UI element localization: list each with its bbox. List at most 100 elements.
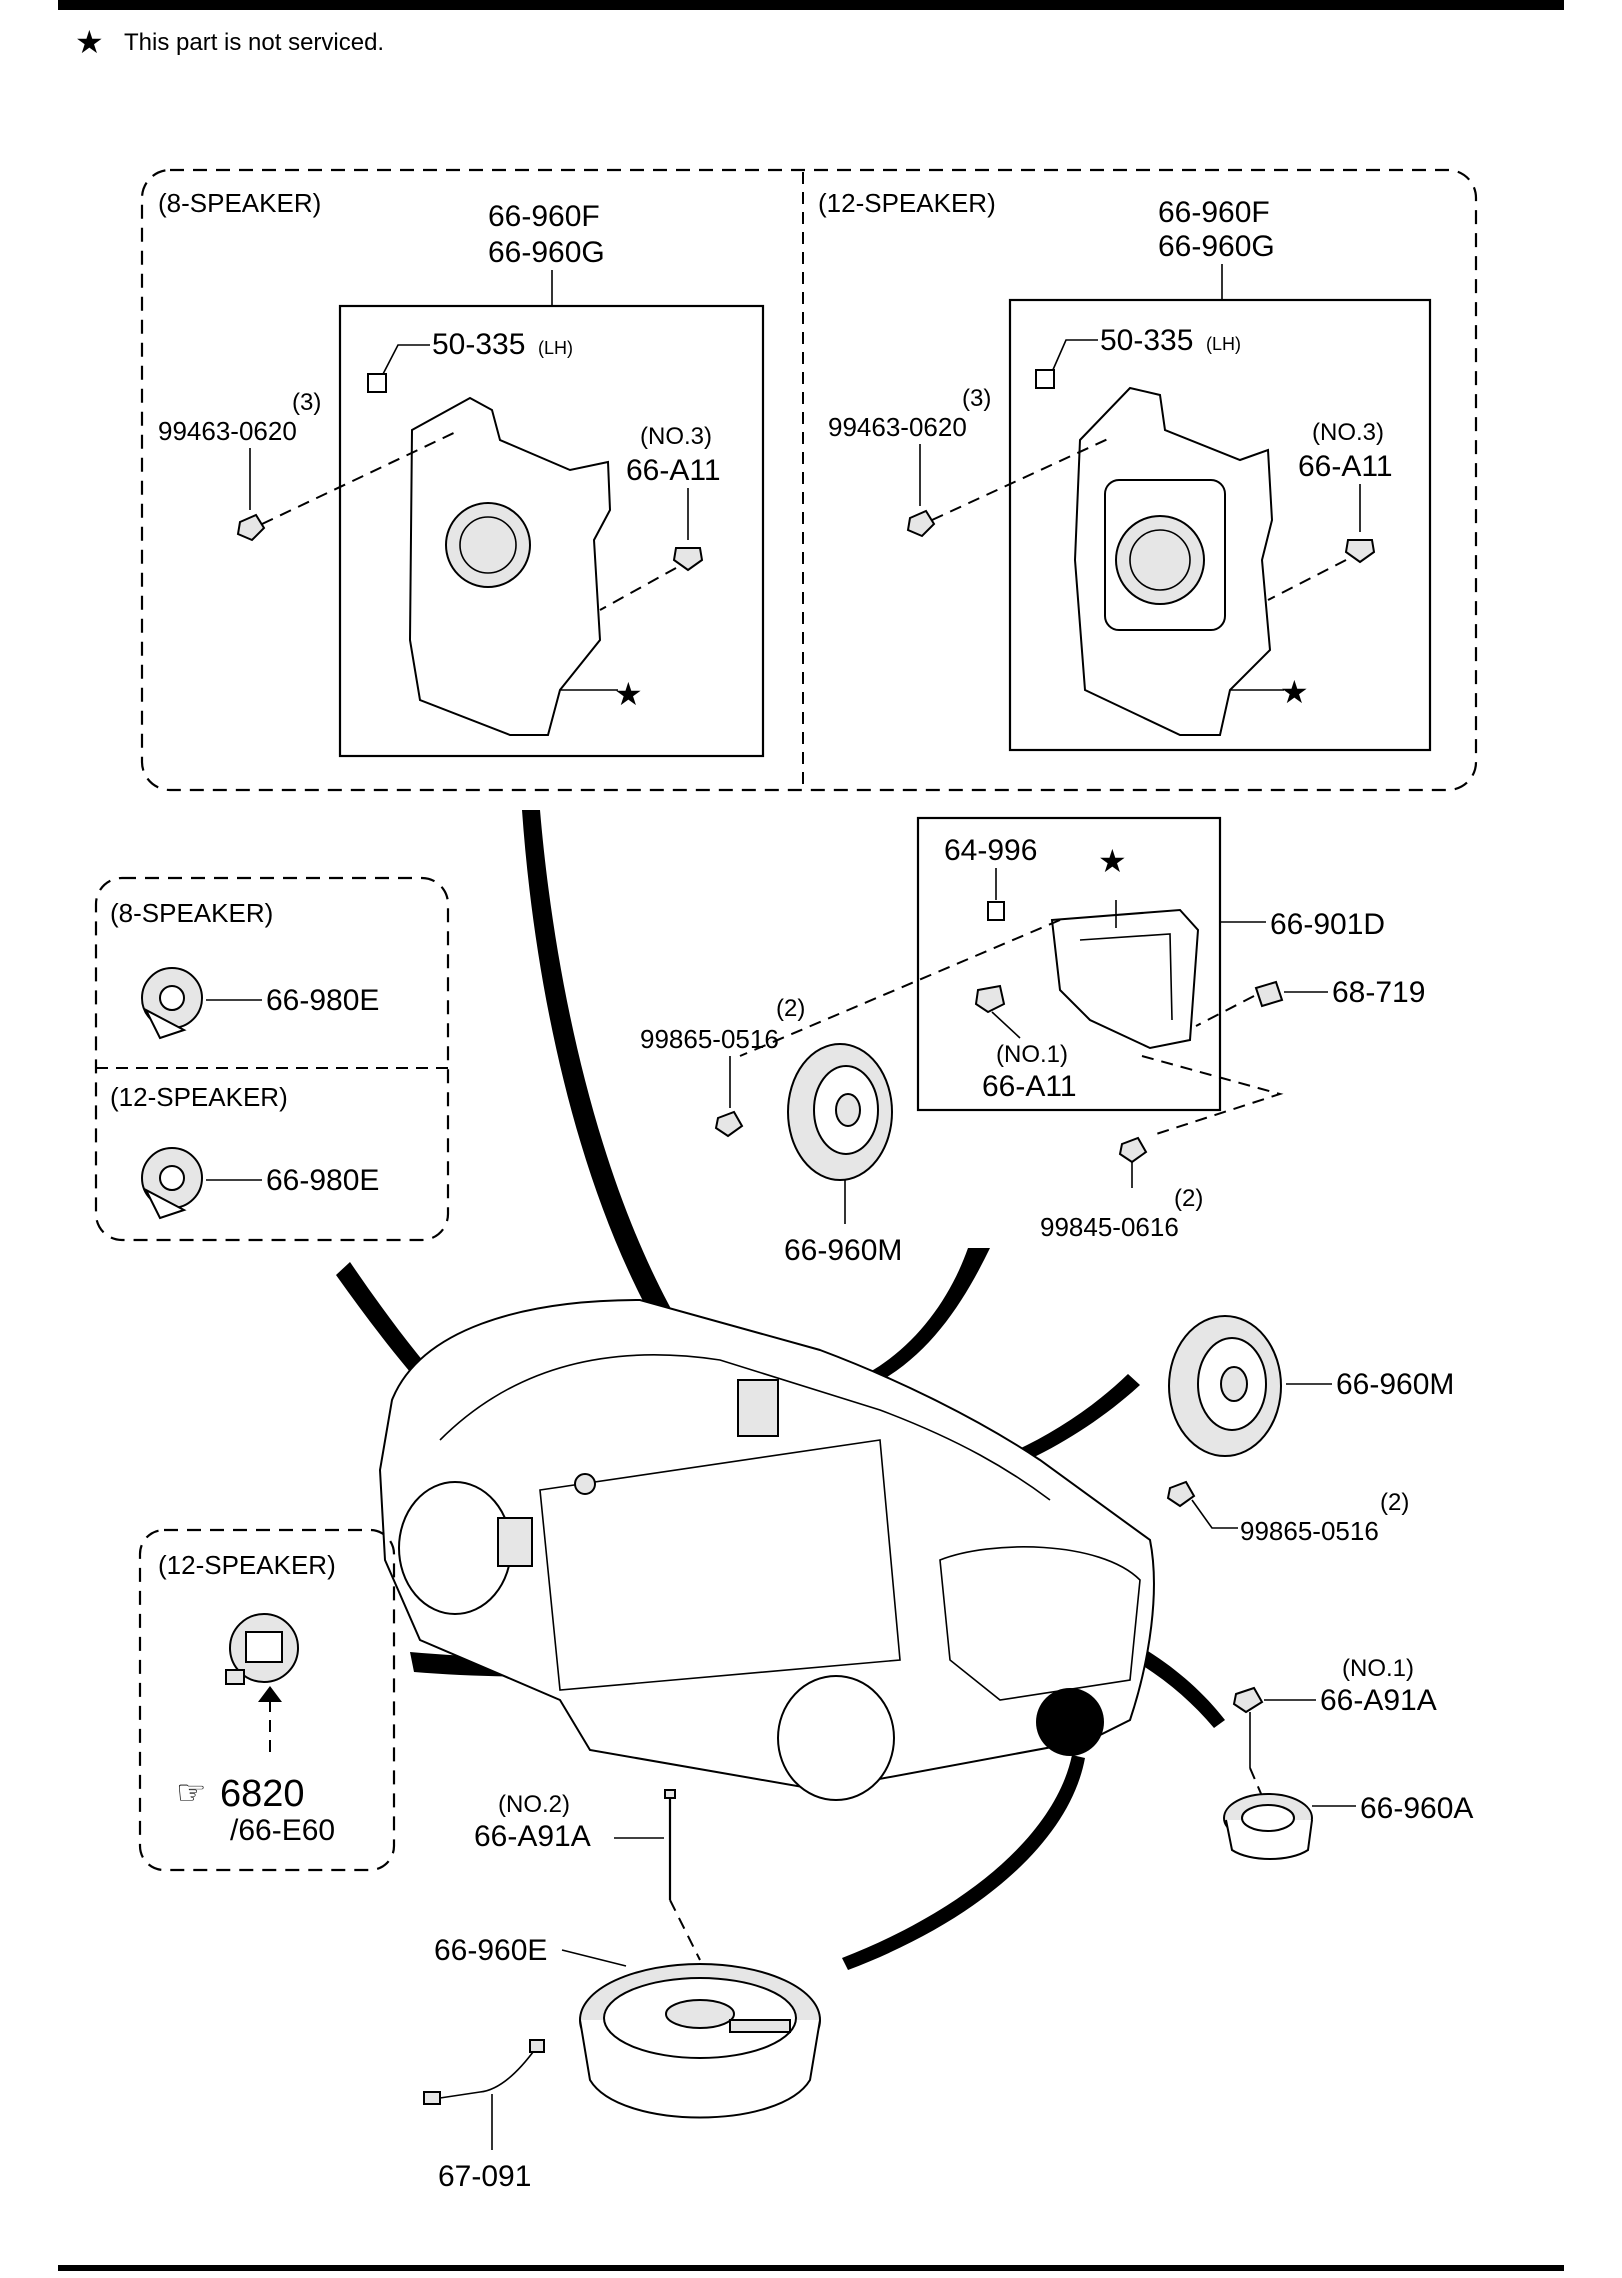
label-no1: (NO.1) <box>1342 1655 1414 1682</box>
car-roofline <box>439 1354 1051 1501</box>
bracket-detail-box <box>916 816 1222 1112</box>
group-label-12-speaker: (12-SPEAKER) <box>158 1550 336 1580</box>
clip-icon <box>987 901 1005 921</box>
car-liftgate <box>939 1546 1141 1701</box>
label-66-980e: 66-980E <box>266 1164 379 1197</box>
car-speaker-marker <box>574 1473 596 1495</box>
star-icon: ★ <box>75 24 104 60</box>
label-no1: (NO.1) <box>996 1041 1068 1068</box>
leader-line <box>1051 339 1098 373</box>
amplifier-group-box <box>138 1528 396 1872</box>
pointing-hand-icon: ☞ <box>176 1774 206 1812</box>
speaker-cone <box>1241 1804 1295 1832</box>
assembly-line <box>931 437 1111 521</box>
assembly-line <box>1267 559 1347 601</box>
label-qty-3: (3) <box>962 385 991 412</box>
leader-band <box>842 1755 1085 1970</box>
car-wheel-rear <box>777 1675 895 1801</box>
label-lh: (LH) <box>538 338 573 358</box>
tweeter-group-box <box>94 876 450 1242</box>
label-68-719: 68-719 <box>1332 976 1425 1009</box>
label-99845-0616: 99845-0616 <box>1040 1212 1179 1242</box>
leader-line <box>381 344 430 377</box>
arrow-up-icon <box>258 1686 282 1702</box>
leader-band <box>522 810 728 1408</box>
bolt-icon <box>1118 1136 1148 1164</box>
car-wheel-front <box>398 1481 512 1615</box>
label-66-960f: 66-960F <box>1158 196 1270 229</box>
group-label-12-speaker: (12-SPEAKER) <box>818 188 996 218</box>
tweeter-tab <box>143 1007 187 1040</box>
label-67-091: 67-091 <box>438 2160 531 2193</box>
subwoofer-center <box>665 1999 735 2029</box>
label-99865-0516: 99865-0516 <box>1240 1516 1379 1546</box>
bolt-head <box>664 1789 676 1799</box>
clip-icon <box>1035 369 1055 389</box>
subwoofer-vent <box>729 2019 791 2033</box>
label-qty-2: (2) <box>1380 1489 1409 1516</box>
label-66-a11: 66-A11 <box>626 454 721 487</box>
bolt-icon <box>906 509 936 538</box>
subwoofer-grille-icon <box>1115 515 1205 605</box>
ref-6820: 6820 <box>220 1773 305 1815</box>
star-icon: ★ <box>1280 674 1309 710</box>
bottom-rule <box>58 2265 1564 2271</box>
label-66-980e: 66-980E <box>266 984 379 1017</box>
assembly-line <box>1249 1767 1263 1797</box>
bracket-shape <box>1050 908 1200 1050</box>
connector-icon <box>529 2039 545 2053</box>
speaker-cap <box>1220 1366 1248 1402</box>
tweeter-tab <box>143 1187 187 1220</box>
leader-line <box>561 1949 627 1967</box>
label-99463-0620: 99463-0620 <box>158 416 297 446</box>
assembly-line <box>1195 995 1255 1027</box>
ref-66-e60: /66-E60 <box>230 1814 335 1847</box>
car-subwoofer-marker <box>737 1379 779 1437</box>
clip-icon <box>1344 539 1376 564</box>
star-icon: ★ <box>1098 843 1127 879</box>
label-qty-2: (2) <box>1174 1185 1203 1212</box>
label-qty-2: (2) <box>776 995 805 1022</box>
label-64-996: 64-996 <box>944 834 1037 867</box>
label-66-901d: 66-901D <box>1270 908 1385 941</box>
label-no3: (NO.3) <box>1312 419 1384 446</box>
label-50-335: 50-335 <box>432 328 525 361</box>
leader-line <box>1191 1499 1238 1529</box>
label-66-960f: 66-960F <box>488 200 600 233</box>
amplifier-plug <box>225 1669 245 1685</box>
top-rule <box>58 0 1564 10</box>
label-no3: (NO.3) <box>640 423 712 450</box>
clip-icon <box>974 984 1006 1014</box>
grille-ring <box>1129 529 1191 591</box>
label-66-960e: 66-960E <box>434 1934 547 1967</box>
assembly-line <box>739 919 1061 1057</box>
label-50-335: 50-335 <box>1100 324 1193 357</box>
enclosure-detail-box <box>1008 298 1432 752</box>
not-serviced-note: This part is not serviced. <box>124 29 384 56</box>
bracket-edge <box>1079 933 1173 1021</box>
label-66-960g: 66-960G <box>488 236 605 269</box>
bolt-icon <box>1232 1686 1264 1714</box>
label-66-a11: 66-A11 <box>1298 450 1393 483</box>
clip-icon <box>1254 980 1284 1008</box>
car-rear-speaker-marker <box>1036 1688 1104 1756</box>
enclosure-group-box <box>140 168 1478 792</box>
leader-band <box>845 1248 990 1395</box>
label-lh: (LH) <box>1206 334 1241 354</box>
label-66-960m: 66-960M <box>784 1234 902 1267</box>
assembly-line <box>669 1899 701 1961</box>
grille-ring <box>459 516 517 574</box>
tweeter-dome <box>159 1165 185 1191</box>
label-qty-3: (3) <box>292 389 321 416</box>
assembly-line <box>261 429 461 525</box>
speaker-cap <box>835 1093 861 1127</box>
harness-wire <box>439 2047 537 2099</box>
star-icon: ★ <box>614 676 643 712</box>
bolt-icon <box>236 513 266 542</box>
car-window <box>539 1439 901 1691</box>
label-66-a91a: 66-A91A <box>1320 1684 1437 1717</box>
speaker-60a-body <box>1225 1819 1313 1860</box>
subwoofer-grille-icon <box>445 502 531 588</box>
